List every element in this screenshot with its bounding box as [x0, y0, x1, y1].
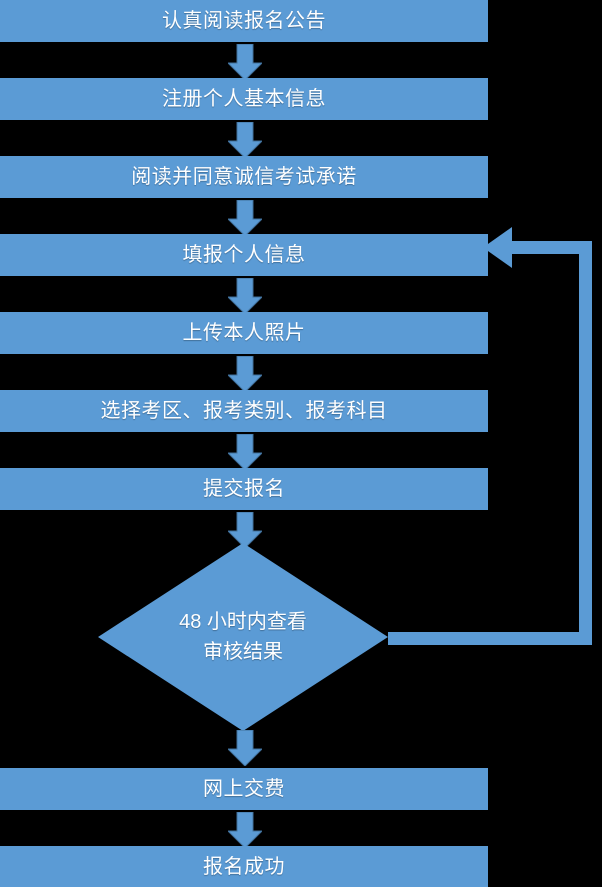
flow-node-accept-integrity-pledge[interactable]: 阅读并同意诚信考试承诺	[0, 156, 488, 198]
feedback-loop-bottom-segment	[388, 632, 592, 645]
flow-node-check-review-result[interactable]: 48 小时内查看 审核结果	[98, 543, 388, 731]
flow-node-label: 认真阅读报名公告	[162, 10, 326, 32]
flow-node-registration-success[interactable]: 报名成功	[0, 846, 488, 887]
feedback-loop-arrowhead-icon	[483, 227, 517, 268]
connector-arrow-6	[228, 434, 262, 470]
connector-arrow-8	[228, 730, 262, 766]
flow-node-upload-photo[interactable]: 上传本人照片	[0, 312, 488, 354]
connector-arrow-3	[228, 200, 262, 236]
connector-arrow-9	[228, 812, 262, 848]
flow-node-label: 上传本人照片	[182, 322, 306, 344]
flow-node-label: 填报个人信息	[182, 244, 306, 266]
connector-arrow-2	[228, 122, 262, 158]
connector-arrow-4	[228, 278, 262, 314]
flow-node-label: 注册个人基本信息	[162, 88, 326, 110]
feedback-loop-top-segment	[512, 241, 592, 254]
flow-node-register-basic-info[interactable]: 注册个人基本信息	[0, 78, 488, 120]
flow-node-label: 报名成功	[203, 856, 285, 878]
flow-node-select-exam-options[interactable]: 选择考区、报考类别、报考科目	[0, 390, 488, 432]
connector-arrow-1	[228, 44, 262, 80]
flow-node-online-payment[interactable]: 网上交费	[0, 768, 488, 810]
feedback-loop-right-segment	[579, 241, 592, 645]
flow-node-label: 阅读并同意诚信考试承诺	[131, 166, 357, 188]
connector-arrow-7	[228, 512, 262, 548]
flow-node-label: 网上交费	[203, 778, 285, 800]
flow-node-label: 提交报名	[203, 478, 285, 500]
flow-node-fill-personal-info[interactable]: 填报个人信息	[0, 234, 488, 276]
flow-node-submit-registration[interactable]: 提交报名	[0, 468, 488, 510]
connector-arrow-5	[228, 356, 262, 392]
flow-node-read-announcement[interactable]: 认真阅读报名公告	[0, 0, 488, 42]
flow-node-label: 选择考区、报考类别、报考科目	[100, 400, 388, 422]
